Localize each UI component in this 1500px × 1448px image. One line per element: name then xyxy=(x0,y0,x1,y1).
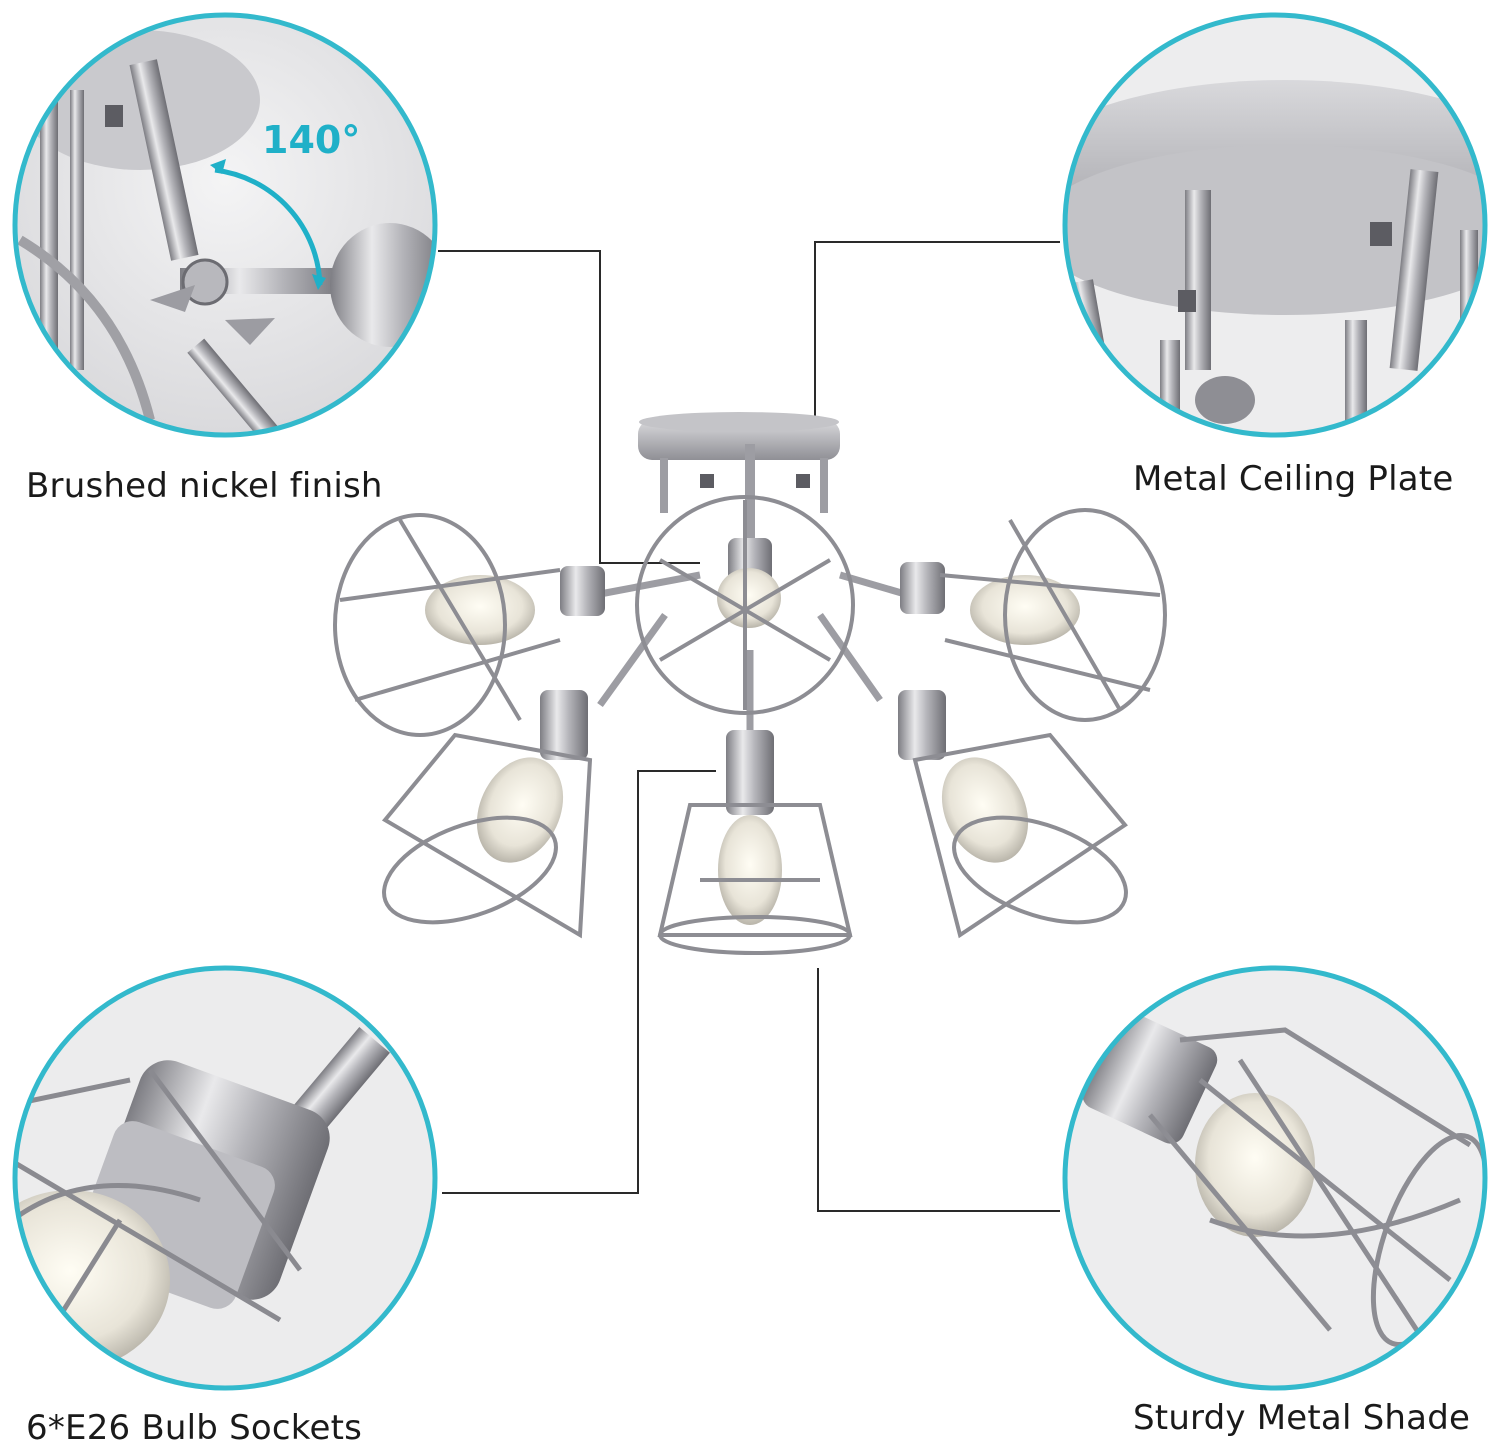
detail-ring xyxy=(12,12,438,438)
detail-ceiling-plate xyxy=(1062,12,1488,438)
detail-ring xyxy=(1062,12,1488,438)
caption-ceiling-plate: Metal Ceiling Plate xyxy=(1133,459,1454,499)
caption-metal-shade: Sturdy Metal Shade xyxy=(1133,1398,1471,1438)
caption-brushed-nickel: Brushed nickel finish xyxy=(26,466,383,506)
leader-line-top-right xyxy=(814,241,1060,440)
light-sockets xyxy=(540,538,946,815)
caption-bulb-sockets: 6*E26 Bulb Sockets xyxy=(26,1408,363,1448)
detail-metal-shade xyxy=(1062,965,1488,1391)
ceiling-light-fixture xyxy=(333,412,1167,955)
wire-cages xyxy=(333,495,1167,955)
leader-line-top-left xyxy=(438,250,700,564)
leader-line-bottom-left xyxy=(442,770,716,1194)
detail-ring xyxy=(12,965,438,1391)
leader-line-bottom-right xyxy=(817,968,1060,1212)
light-bulbs xyxy=(425,568,1080,925)
detail-bulb-socket xyxy=(12,965,438,1391)
rotation-angle-label: 140° xyxy=(262,118,361,162)
detail-swivel-joint xyxy=(12,12,438,438)
detail-ring xyxy=(1062,965,1488,1391)
leader-lines xyxy=(438,241,1060,1212)
